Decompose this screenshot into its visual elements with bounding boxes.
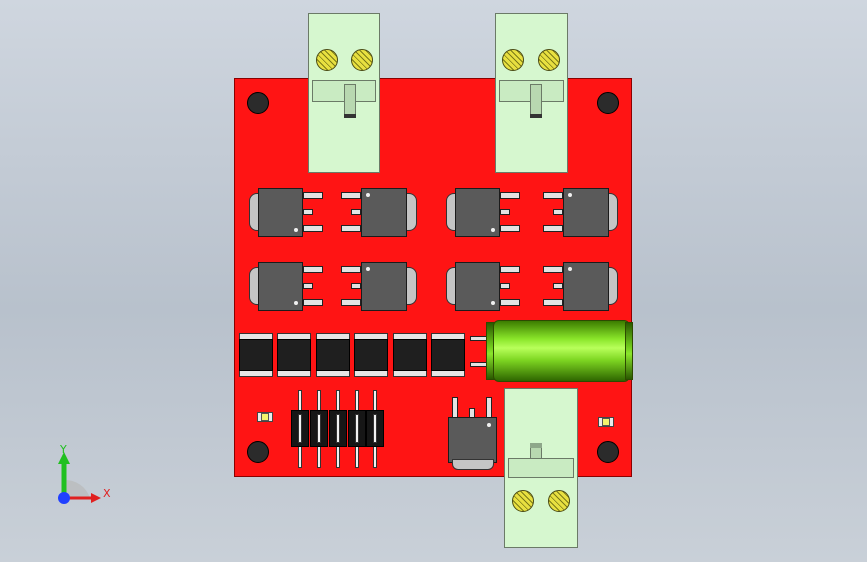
mosfet-lead <box>303 299 323 306</box>
resistor <box>393 339 427 371</box>
resistor <box>431 339 465 371</box>
mosfet-pin1-marker <box>487 423 491 427</box>
terminal-screw <box>316 49 338 71</box>
resistor <box>277 339 311 371</box>
resistor <box>239 339 273 371</box>
header-pin <box>317 414 321 443</box>
mosfet-lead <box>500 192 520 199</box>
led <box>261 413 269 421</box>
mosfet-lead <box>486 397 492 419</box>
mosfet-lead <box>553 209 563 215</box>
mosfet-pin1-marker <box>491 301 495 305</box>
terminal-pin-tip <box>530 114 542 118</box>
mosfet-lead <box>543 266 563 273</box>
x-axis-label: X <box>103 487 111 500</box>
mosfet-lead <box>553 283 563 289</box>
mosfet-lead <box>341 266 361 273</box>
terminal-pin-tip <box>344 114 356 118</box>
mosfet-pin1-marker <box>366 193 370 197</box>
mosfet-lead <box>341 299 361 306</box>
mosfet-lead <box>351 283 361 289</box>
capacitor-end-cap <box>625 322 633 380</box>
mosfet-pin1-marker <box>294 228 298 232</box>
terminal-screw <box>351 49 373 71</box>
mosfet-lead <box>303 266 323 273</box>
y-axis-label: Y <box>60 443 67 456</box>
mounting-hole-bottom-left <box>247 441 269 463</box>
mounting-hole-top-left <box>247 92 269 114</box>
mounting-hole-top-right <box>597 92 619 114</box>
mosfet-heatsink-tab <box>452 459 494 470</box>
mosfet-lead <box>500 299 520 306</box>
mosfet-lead <box>543 299 563 306</box>
mosfet-pin1-marker <box>366 267 370 271</box>
mosfet <box>563 188 609 237</box>
mosfet-lead <box>303 225 323 232</box>
mosfet-lead <box>500 283 510 289</box>
header-pin <box>336 414 340 443</box>
mounting-hole-bottom-right <box>597 441 619 463</box>
coordinate-triad <box>58 452 101 504</box>
header-pin <box>298 414 302 443</box>
mosfet-pin1-marker <box>568 193 572 197</box>
mosfet-lead <box>351 209 361 215</box>
header-pin <box>355 414 359 443</box>
mosfet-pin1-marker <box>568 267 572 271</box>
terminal-screw <box>538 49 560 71</box>
mosfet-pin1-marker <box>491 228 495 232</box>
resistor <box>316 339 350 371</box>
mosfet-pin1-marker <box>294 301 298 305</box>
mosfet-lead <box>303 192 323 199</box>
mosfet-lead <box>341 192 361 199</box>
header-pin <box>373 414 377 443</box>
x-axis-arrowhead <box>91 493 101 503</box>
mosfet-lead <box>341 225 361 232</box>
mosfet-lead <box>500 266 520 273</box>
mosfet-lead <box>303 283 313 289</box>
terminal-clamp <box>508 458 574 478</box>
mosfet-lead <box>500 209 510 215</box>
z-axis-dot <box>58 492 70 504</box>
terminal-screw <box>502 49 524 71</box>
terminal-pin <box>344 84 356 118</box>
electrolytic-capacitor <box>493 320 630 382</box>
led <box>602 418 610 426</box>
mosfet-lead <box>500 225 520 232</box>
y-axis-arrowhead <box>58 452 70 464</box>
terminal-pin <box>530 84 542 118</box>
terminal-screw <box>548 490 570 512</box>
triad-plane <box>64 479 90 498</box>
mosfet-lead <box>452 397 458 419</box>
mosfet-lead <box>543 192 563 199</box>
mosfet-lead <box>303 209 313 215</box>
resistor <box>354 339 388 371</box>
terminal-screw <box>512 490 534 512</box>
terminal-pin-tip <box>530 443 542 448</box>
mosfet-lead <box>543 225 563 232</box>
